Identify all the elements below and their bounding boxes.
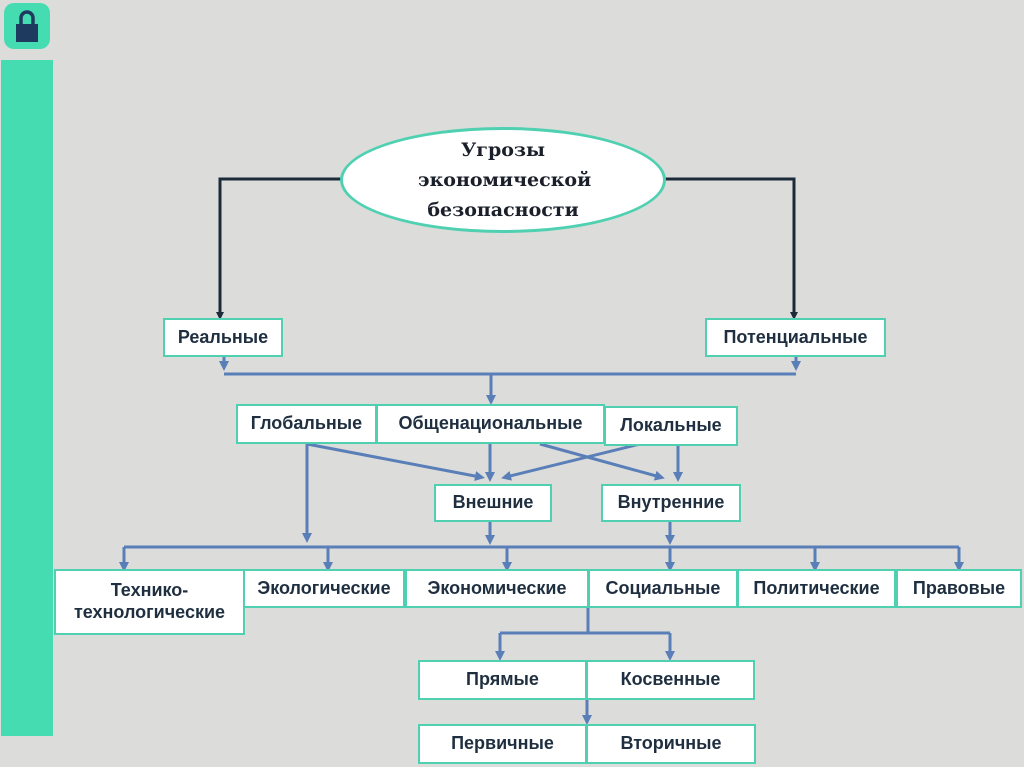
- node-legal: Правовые: [896, 569, 1022, 608]
- node-ecological: Экологические: [243, 569, 405, 608]
- connector-root-to-real: [216, 177, 341, 320]
- connector-root-to-potential: [665, 177, 798, 320]
- node-direct: Прямые: [418, 660, 587, 700]
- node-political: Политические: [737, 569, 896, 608]
- side-accent-bar: [1, 60, 53, 736]
- node-potential: Потенциальные: [705, 318, 886, 357]
- lock-icon: [16, 10, 38, 42]
- node-national: Общенациональные: [376, 404, 605, 444]
- root-node: Угрозы экономической безопасности: [340, 127, 666, 233]
- node-local: Локальные: [604, 406, 738, 446]
- connector-national-internal: [539, 442, 665, 481]
- node-economic: Экономические: [405, 569, 589, 608]
- node-external: Внешние: [434, 484, 552, 522]
- node-social: Социальные: [588, 569, 738, 608]
- connector-global-external: [306, 442, 485, 481]
- root-title: Угрозы экономической безопасности: [418, 139, 592, 221]
- connector-local-external: [501, 442, 641, 481]
- node-global: Глобальные: [236, 404, 377, 444]
- node-internal: Внутренние: [601, 484, 741, 522]
- node-primary: Первичные: [418, 724, 587, 764]
- node-tech: Технико-технологические: [54, 569, 245, 635]
- lock-icon-tile: [4, 3, 50, 49]
- node-secondary: Вторичные: [586, 724, 756, 764]
- node-real: Реальные: [163, 318, 283, 357]
- node-indirect: Косвенные: [586, 660, 755, 700]
